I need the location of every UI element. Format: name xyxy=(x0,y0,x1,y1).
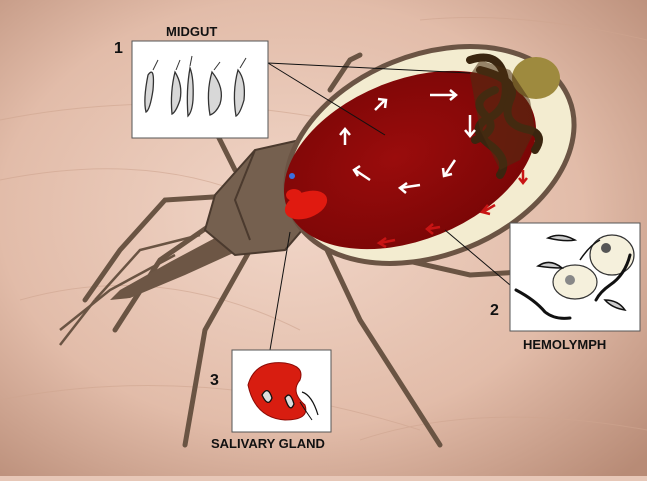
salivary-gland-panel xyxy=(232,350,331,432)
hemolymph-number: 2 xyxy=(490,302,499,320)
salivary-gland-number: 3 xyxy=(210,372,219,390)
hemolymph-cells-panel xyxy=(510,223,640,331)
midgut-label: MIDGUT xyxy=(166,24,217,39)
host-cell-icon xyxy=(590,235,634,275)
midgut-parasites-panel xyxy=(132,41,268,138)
salivary-gland-label: SALIVARY GLAND xyxy=(211,436,325,451)
midgut-number: 1 xyxy=(114,40,123,58)
hemolymph-label: HEMOLYMPH xyxy=(523,337,606,352)
host-cell-icon xyxy=(553,265,597,299)
